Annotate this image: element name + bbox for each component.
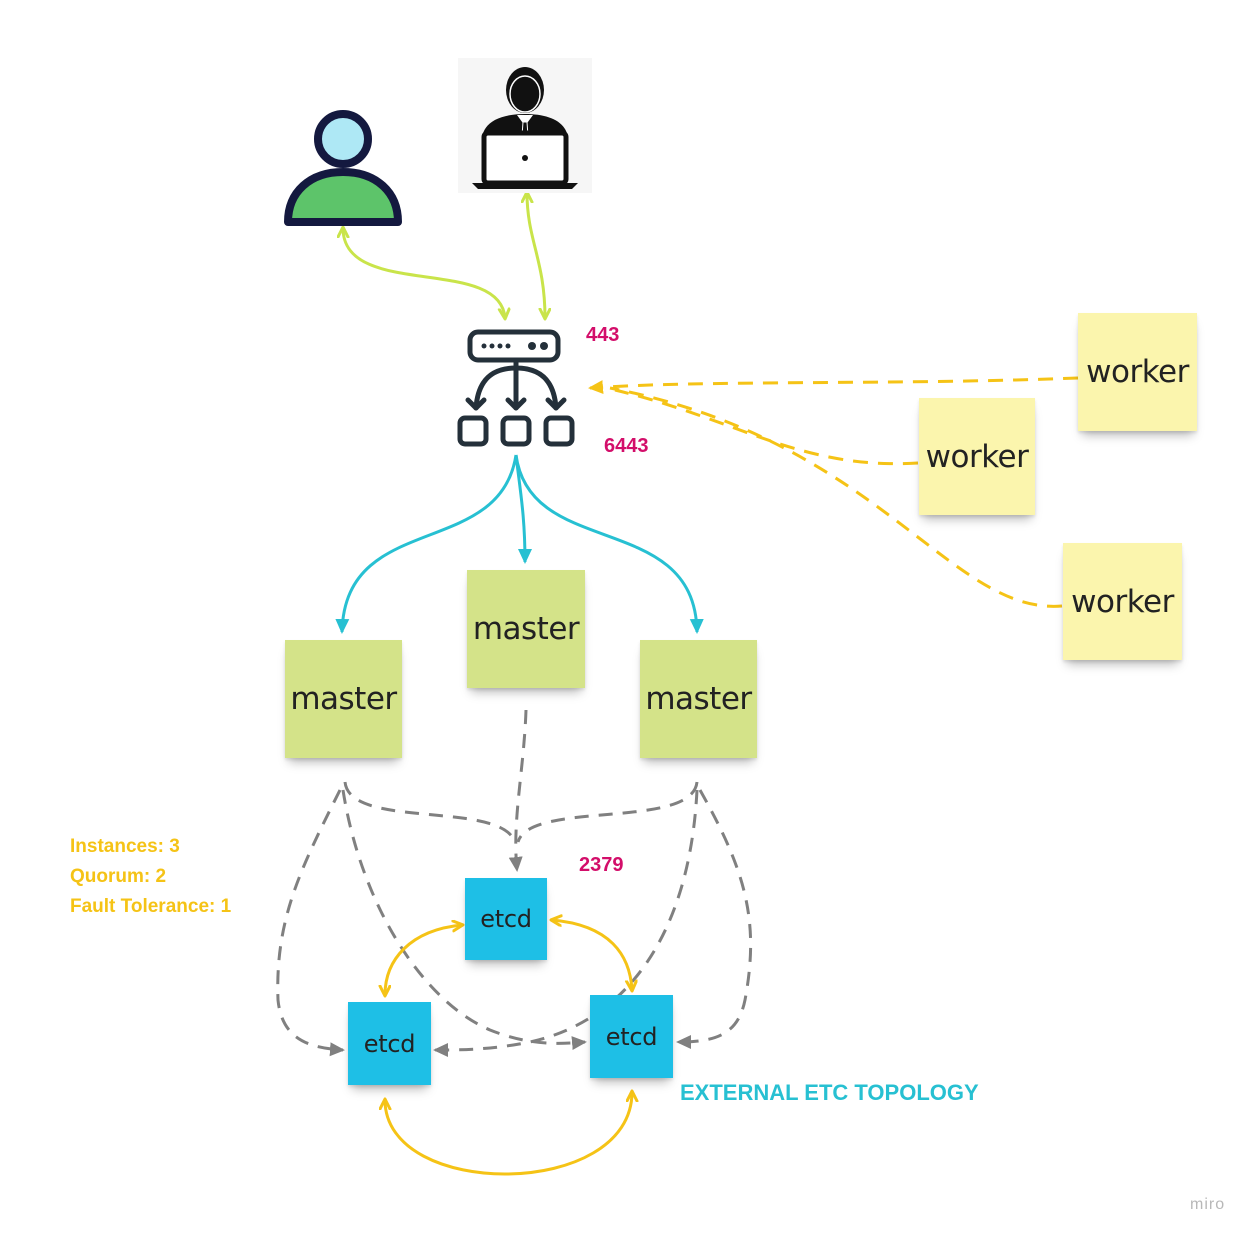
instances-label: Instances: 3 (70, 836, 180, 857)
etcd-node-label: etcd (480, 905, 532, 933)
master-left-to-etcd-top-connector (343, 781, 517, 843)
worker-node-middle[interactable]: worker (919, 398, 1035, 515)
worker-bottom-to-lb-connector (609, 386, 1063, 608)
master-node-right[interactable]: master (640, 640, 757, 758)
master-node-middle[interactable]: master (467, 570, 585, 688)
master-left-to-etcd-left-connector (276, 789, 345, 1057)
worker-top-to-lb-connector (588, 376, 1079, 395)
etcd-left-to-right-link (385, 1092, 632, 1176)
admin-to-lb-connector (527, 193, 545, 318)
worker-middle-to-lb-connector (614, 388, 919, 466)
etcd-node-left[interactable]: etcd (348, 1002, 431, 1085)
miro-watermark: miro (1190, 1196, 1226, 1213)
worker-node-bottom[interactable]: worker (1063, 543, 1182, 660)
master-middle-to-etcd-top-connector (508, 709, 528, 872)
cluster-info-text: Instances: 3 Quorum: 2 Fault Tolerance: … (70, 832, 231, 922)
lb-to-master-left-connector (335, 454, 518, 634)
worker-node-top[interactable]: worker (1078, 313, 1197, 431)
master-node-left[interactable]: master (285, 640, 402, 758)
port-443-label: 443 (586, 324, 620, 346)
port-6443-label: 6443 (604, 435, 649, 457)
worker-node-label: worker (925, 438, 1029, 475)
master-node-label: master (290, 681, 397, 717)
master-left-to-etcd-right-connector (341, 789, 587, 1051)
admin-laptop-icon (458, 58, 592, 193)
user-icon (284, 110, 402, 226)
master-right-to-etcd-left-connector (433, 789, 699, 1057)
topology-title: EXTERNAL ETC TOPOLOGY (680, 1080, 979, 1105)
master-right-to-etcd-right-connector (676, 789, 753, 1049)
etcd-top-to-right-link (552, 920, 632, 990)
master-node-label: master (645, 681, 752, 717)
user-to-lb-connector (343, 228, 505, 318)
etcd-node-right[interactable]: etcd (590, 995, 673, 1078)
etcd-node-label: etcd (363, 1029, 416, 1058)
lb-to-master-right-connector (514, 454, 704, 634)
worker-node-label: worker (1086, 354, 1189, 390)
master-node-label: master (472, 611, 580, 647)
load-balancer-icon (457, 329, 575, 447)
quorum-label: Quorum: 2 (70, 866, 167, 887)
etcd-node-label: etcd (605, 1022, 658, 1051)
fault-tolerance-label: Fault Tolerance: 1 (70, 896, 232, 917)
port-2379-label: 2379 (579, 854, 624, 876)
etcd-top-to-left-link (385, 925, 462, 995)
worker-node-label: worker (1071, 583, 1174, 620)
master-right-to-etcd-top-connector (516, 781, 699, 843)
etcd-node-top[interactable]: etcd (465, 878, 547, 960)
